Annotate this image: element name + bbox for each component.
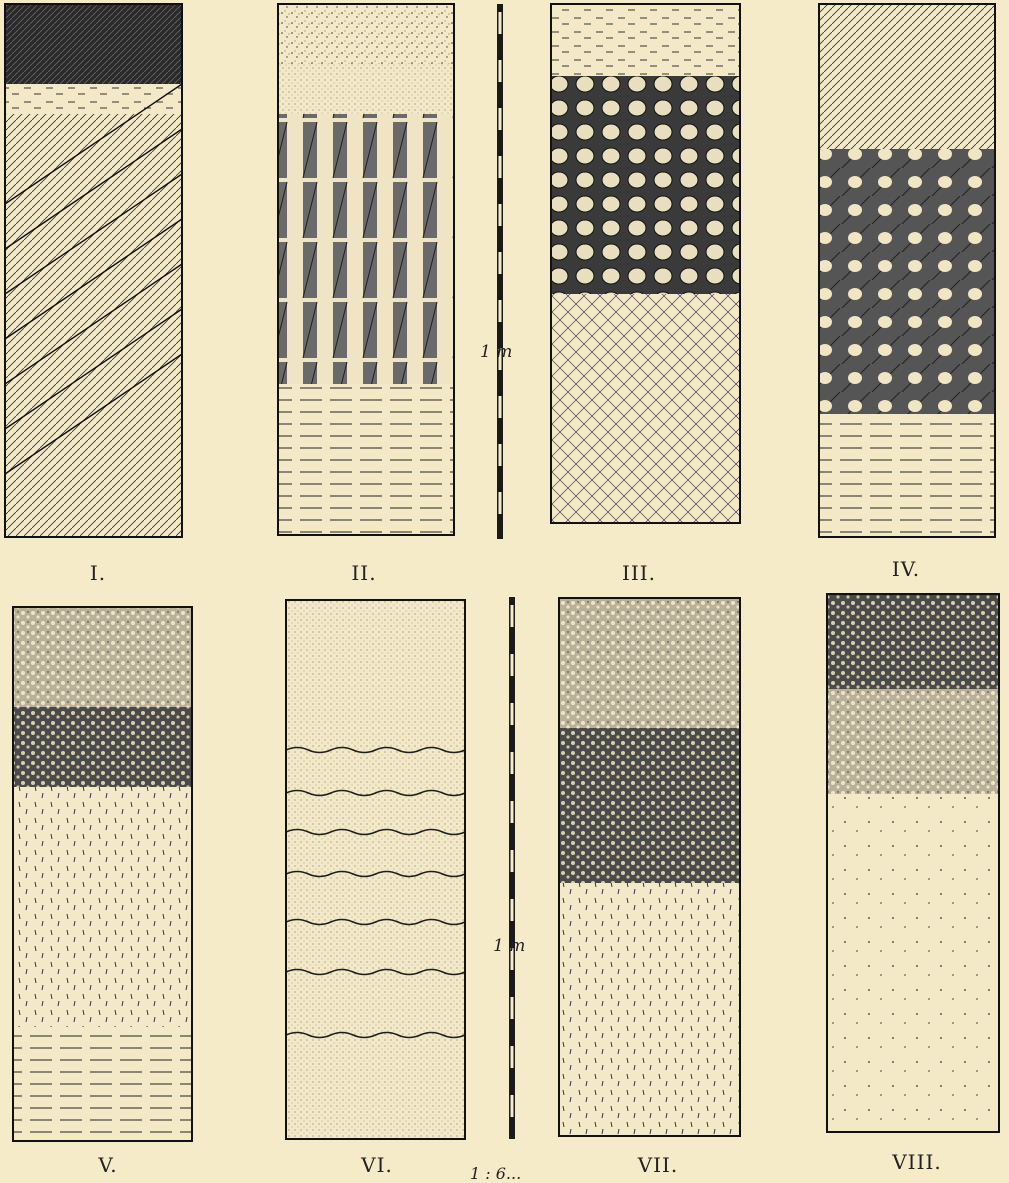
profile-1-layer-1 [5, 4, 182, 84]
profile-7-layer-1 [559, 598, 740, 728]
plate-caption: 1 : 6... [470, 1164, 521, 1183]
profile-column-5 [13, 607, 192, 1141]
scale-tick [499, 300, 502, 322]
scale-tick [499, 444, 502, 466]
scale-tick [511, 801, 514, 823]
scale-tick [499, 204, 502, 226]
scale-tick [499, 492, 502, 514]
profile-column-3 [551, 4, 740, 523]
profile-3-layer-2 [551, 76, 740, 294]
scale-tick [511, 850, 514, 872]
profile-column-4 [819, 4, 995, 537]
profile-4-layer-2 [819, 149, 995, 414]
scale-tick [511, 752, 514, 774]
profile-2-layer-2 [278, 64, 454, 114]
profile-5-layer-1 [13, 607, 192, 707]
profile-label-7: VII. [598, 1153, 718, 1177]
scale-tick [511, 703, 514, 725]
profile-8-layer-1 [827, 594, 999, 689]
scale-tick [511, 654, 514, 676]
profile-column-8 [827, 594, 999, 1132]
profile-label-6: VI. [317, 1153, 437, 1177]
profile-2-layer-1 [278, 4, 454, 64]
profile-column-7 [559, 598, 740, 1136]
profile-7-layer-2 [559, 728, 740, 883]
profile-2-layer-4 [278, 384, 454, 535]
scale-label-top: 1 m [480, 342, 512, 362]
scale-tick [499, 60, 502, 82]
profile-label-4: IV. [846, 557, 966, 581]
profile-label-3: III. [579, 561, 699, 585]
scale-label-bottom: 1 m [493, 936, 525, 956]
scale-tick [499, 12, 502, 34]
scale-tick [499, 252, 502, 274]
scale-tick [499, 396, 502, 418]
scale-tick [511, 899, 514, 921]
profile-label-5: V. [48, 1153, 168, 1177]
profile-column-6 [286, 600, 465, 1139]
profile-label-2: II. [304, 561, 424, 585]
profile-1-layer-3 [5, 114, 182, 537]
profile-4-layer-1 [819, 4, 995, 149]
scale-tick [511, 1046, 514, 1068]
profile-6-layer-1 [286, 600, 465, 1139]
scale-tick [499, 156, 502, 178]
profile-5-layer-2 [13, 707, 192, 787]
profile-column-2 [278, 4, 454, 535]
scale-tick [499, 108, 502, 130]
scale-tick [511, 997, 514, 1019]
profile-2-layer-3 [278, 114, 454, 384]
profile-1-layer-2 [5, 84, 182, 114]
profile-label-8: VIII. [857, 1150, 977, 1174]
scale-tick [511, 605, 514, 627]
profile-7-layer-3 [559, 883, 740, 1136]
profile-8-layer-2 [827, 689, 999, 794]
profile-column-1 [5, 4, 182, 537]
profile-8-layer-3 [827, 794, 999, 1132]
scale-tick [511, 1095, 514, 1117]
profile-label-1: I. [38, 561, 158, 585]
profile-5-layer-3 [13, 787, 192, 1027]
profile-5-layer-4 [13, 1027, 192, 1141]
profile-3-layer-3 [551, 294, 740, 523]
profile-4-layer-3 [819, 414, 995, 537]
profile-3-layer-1 [551, 4, 740, 76]
